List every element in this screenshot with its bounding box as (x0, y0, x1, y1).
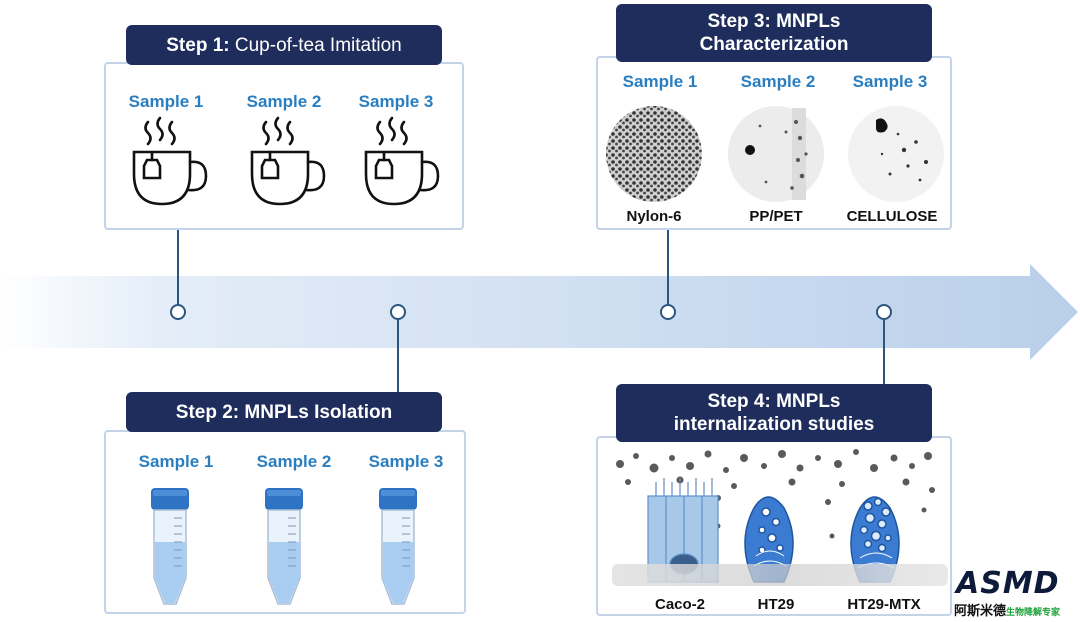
centrifuge-tube-icon (151, 488, 189, 605)
material-pp-pet: PP/PET (749, 208, 803, 225)
microscopy-image-nylon (606, 106, 702, 202)
step4-title-line2: internalization studies (673, 414, 875, 435)
asmd-logo: ASMD 阿斯米德生物降解专家 (952, 568, 1076, 618)
timeline-node-step3 (660, 304, 676, 320)
blurred-watermark (612, 564, 948, 586)
step2-header: Step 2: MNPLs Isolation (126, 392, 442, 432)
step4-header: Step 4: MNPLs internalization studies (616, 384, 932, 442)
step2-title: Step 2: MNPLs Isolation (175, 401, 393, 423)
step2-sample-2: Sample 2 (256, 452, 332, 471)
step2-sample-1: Sample 1 (138, 452, 214, 471)
logo-name: ASMD (956, 566, 1060, 601)
step3-title-line1: Step 3: MNPLs (707, 11, 841, 32)
step3-sample-3: Sample 3 (852, 72, 928, 91)
step1-sample-2: Sample 2 (246, 92, 322, 111)
step3-sample-2: Sample 2 (740, 72, 816, 91)
step1-sample-3: Sample 3 (358, 92, 434, 111)
step1-title-bold: Step 1: (166, 34, 230, 56)
logo-cn: 阿斯米德 (954, 603, 1007, 618)
ht29-cell (744, 496, 794, 583)
timeline-node-step1 (170, 304, 186, 320)
material-nylon-6: Nylon-6 (626, 208, 682, 225)
step3-sample-1: Sample 1 (622, 72, 698, 91)
step1-sample-1: Sample 1 (128, 92, 204, 111)
timeline-node-step4 (876, 304, 892, 320)
step1-header: Step 1: Cup-of-tea Imitation (126, 25, 442, 65)
tea-cup-icon (364, 116, 440, 206)
logo-cn-tag: 生物降解专家 (1006, 607, 1061, 617)
cell-ht29-mtx: HT29-MTX (847, 596, 921, 613)
tea-cup-icon (250, 116, 326, 206)
material-cellulose: CELLULOSE (846, 208, 938, 225)
microscopy-image-pppet (728, 106, 824, 202)
cell-ht29: HT29 (757, 596, 795, 613)
microscopy-image-cellulose (848, 106, 944, 202)
step3-header: Step 3: MNPLs Characterization (616, 4, 932, 62)
cell-caco-2: Caco-2 (654, 596, 706, 613)
logo-subtitle: 阿斯米德生物降解专家 (954, 600, 1060, 619)
step3-title-line2: Characterization (699, 34, 849, 55)
step4-title-line1: Step 4: MNPLs (707, 391, 841, 412)
centrifuge-tube-icon (265, 488, 303, 605)
timeline-node-step2 (390, 304, 406, 320)
tea-cup-icon (132, 116, 208, 206)
step1-title-rest: Cup-of-tea Imitation (229, 34, 402, 56)
step2-sample-3: Sample 3 (368, 452, 444, 471)
centrifuge-tube-icon (379, 488, 417, 605)
